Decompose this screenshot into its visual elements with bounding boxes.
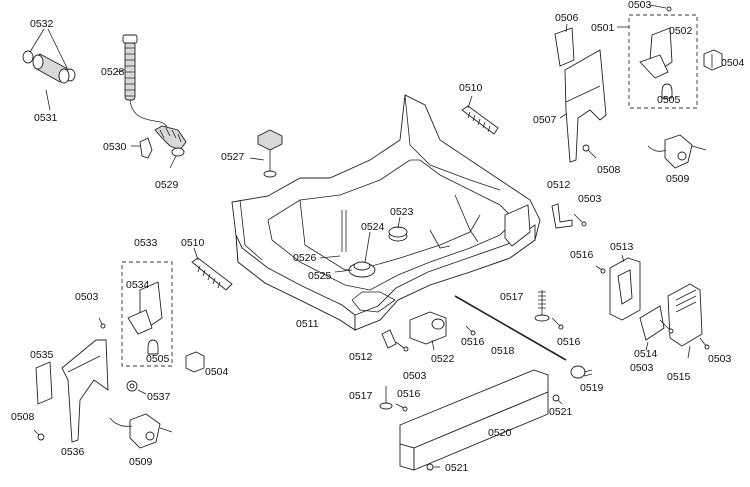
label-0505-left: 0505 [146, 353, 170, 365]
label-0525: 0525 [308, 270, 332, 282]
label-0537: 0537 [147, 391, 171, 403]
label-0512-mid: 0512 [349, 351, 373, 363]
label-0528: 0528 [101, 66, 125, 78]
part-labels: 0532 0531 0528 0530 0529 0527 0510 0506 … [11, 0, 745, 474]
label-0501: 0501 [591, 22, 615, 34]
base-tub-0511 [231, 94, 541, 331]
label-0526: 0526 [293, 252, 317, 264]
label-0516-mid: 0516 [557, 336, 581, 348]
screw-0508 [582, 144, 597, 159]
label-0506: 0506 [555, 12, 579, 24]
label-0521-right: 0521 [549, 406, 573, 418]
spring-clip-0510b [191, 247, 233, 291]
label-0507: 0507 [533, 114, 557, 126]
label-0504-left: 0504 [205, 366, 229, 378]
label-0511: 0511 [296, 318, 319, 330]
cap-0519 [570, 365, 593, 379]
label-0520: 0520 [488, 427, 512, 439]
label-0503-left: 0503 [75, 291, 99, 303]
label-0517-left: 0517 [349, 390, 373, 402]
spring-clip-0510 [461, 95, 499, 135]
label-0516-center: 0516 [461, 336, 485, 348]
label-0503-top: 0503 [628, 0, 652, 11]
label-0503-far-right: 0503 [708, 353, 732, 365]
label-0530: 0530 [103, 141, 127, 153]
assembly-box-0533 [121, 261, 173, 367]
label-0514: 0514 [634, 348, 658, 360]
bracket-0535-0536 [35, 317, 109, 443]
cover-0515 [667, 283, 703, 359]
screw-0517b [379, 386, 408, 412]
label-0524: 0524 [361, 221, 385, 233]
label-0510-left: 0510 [181, 237, 205, 249]
assembly-box-0501 [617, 4, 698, 109]
label-0504-top: 0504 [721, 57, 745, 69]
label-0534: 0534 [126, 279, 150, 291]
drain-tube-0528 [115, 34, 173, 139]
screw-0508b [33, 429, 45, 441]
screw-0527 [249, 129, 283, 178]
label-0509-left: 0509 [129, 456, 153, 468]
label-0532: 0532 [30, 18, 54, 30]
hinge-0509 [647, 134, 707, 169]
label-0509-right: 0509 [666, 173, 690, 185]
label-0516-left: 0516 [397, 388, 421, 400]
label-0529: 0529 [155, 179, 179, 191]
label-0517-right: 0517 [500, 291, 524, 303]
label-0502: 0502 [669, 25, 693, 37]
label-0523: 0523 [390, 206, 414, 218]
label-0503-center: 0503 [403, 370, 427, 382]
label-0531: 0531 [34, 112, 58, 124]
label-0522: 0522 [431, 353, 455, 365]
valve-0522 [409, 311, 447, 351]
label-0535: 0535 [30, 349, 54, 361]
label-0512-right: 0512 [547, 179, 571, 191]
label-0508-left: 0508 [11, 411, 35, 423]
label-0516-right: 0516 [570, 249, 594, 261]
label-0515: 0515 [667, 371, 691, 383]
label-0527: 0527 [221, 151, 245, 163]
label-0518: 0518 [491, 345, 515, 357]
label-0536: 0536 [61, 446, 85, 458]
hose-parts-0529-0530 [131, 125, 187, 169]
label-0521-bottom: 0521 [445, 462, 469, 474]
label-0508-right: 0508 [597, 164, 621, 176]
label-0505-top: 0505 [657, 94, 681, 106]
label-0533: 0533 [134, 237, 158, 249]
rod-0518 [454, 295, 567, 361]
housing-0513 [609, 254, 641, 321]
screws-0521 [426, 394, 563, 471]
clip-0512 [551, 203, 587, 229]
clip-0504 [703, 49, 723, 71]
label-0503-lower-right: 0503 [630, 362, 654, 374]
label-0503-mid-right: 0503 [578, 193, 602, 205]
clip-0504b [185, 351, 205, 373]
label-0510-top: 0510 [459, 82, 483, 94]
screws-0503-right [595, 265, 710, 350]
leader-lines [319, 216, 401, 273]
bracket-0514 [639, 305, 665, 351]
screw-0516c [465, 325, 476, 336]
bracket-0506-0507 [554, 23, 607, 163]
label-0519: 0519 [580, 382, 604, 394]
label-0513: 0513 [610, 241, 634, 253]
hose-clamp-0532 [22, 28, 76, 111]
kickplate-0520 [399, 369, 549, 471]
clip-0512b [381, 329, 409, 352]
screw-0517 [534, 290, 564, 330]
hinge-0509b [109, 413, 173, 449]
grommet-0537 [126, 380, 147, 395]
